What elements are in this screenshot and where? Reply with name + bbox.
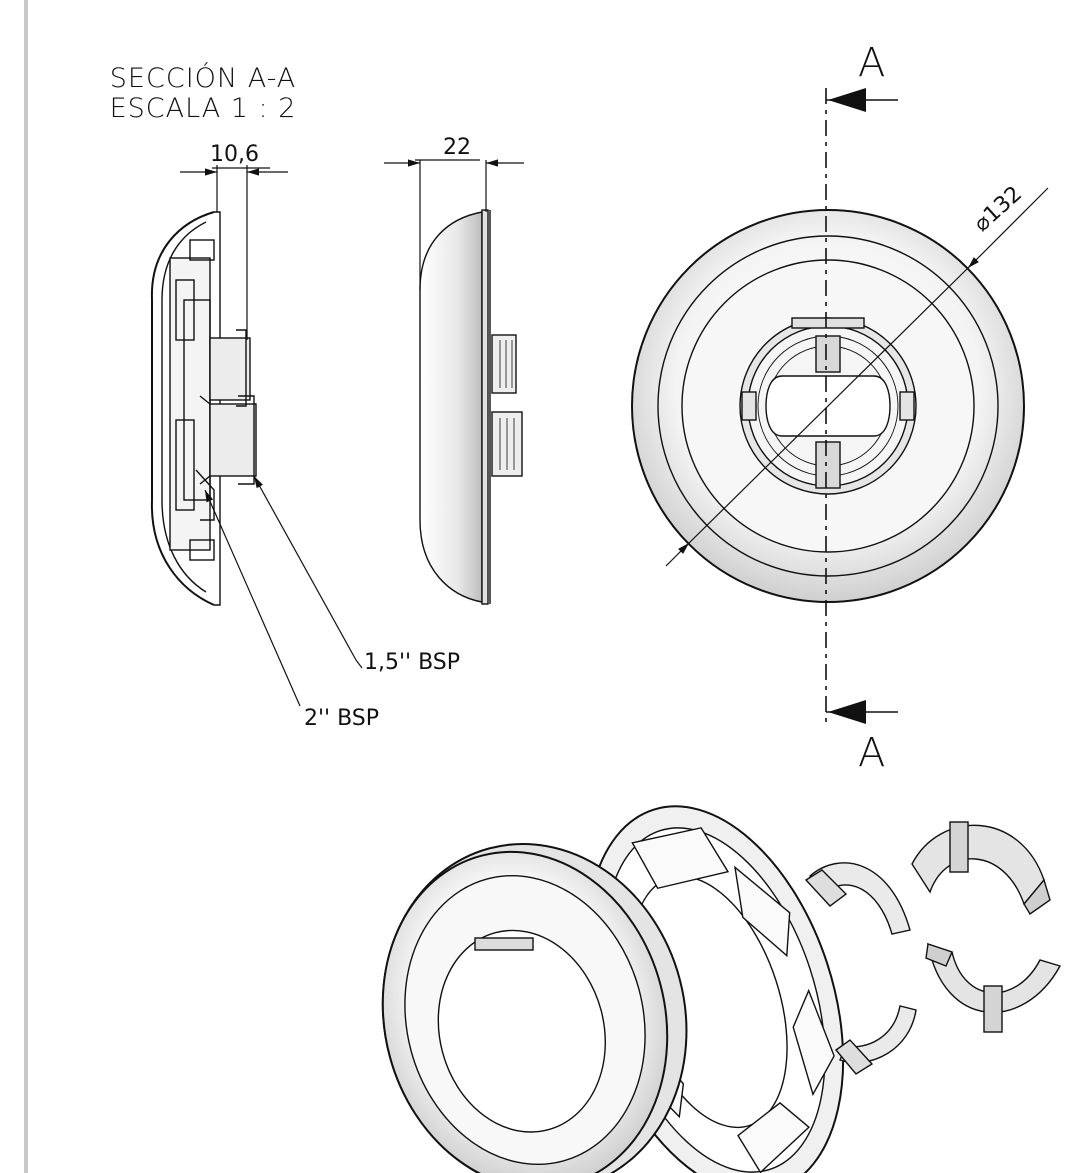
dimension-side-depth <box>384 159 524 290</box>
dimension-diameter <box>665 187 1049 567</box>
section-title-line2: ESCALA 1 : 2 <box>109 93 297 124</box>
dimension-section-depth <box>180 165 288 340</box>
thread-note-large: 2'' BSP <box>304 706 380 731</box>
side-view <box>419 209 523 605</box>
clip-half-upper-left <box>804 862 911 935</box>
section-arrow-top <box>828 88 866 112</box>
section-cut-label-top: A <box>858 40 886 86</box>
section-title-line1: SECCIÓN A-A <box>109 63 297 94</box>
clip-half-upper-right <box>911 821 1051 916</box>
section-arrow-bottom <box>828 700 866 724</box>
dimension-label-section-depth: 10,6 <box>210 142 259 167</box>
thread-leaders <box>204 475 363 707</box>
sheet-border-line <box>24 0 28 1173</box>
face-plate <box>381 842 688 1173</box>
section-cut-label-bottom: A <box>858 730 886 776</box>
clip-half-lower-right <box>925 942 1062 1033</box>
exploded-view <box>381 805 1062 1173</box>
clip-half-lower-left <box>834 1005 917 1075</box>
section-view <box>150 211 257 606</box>
section-title: SECCIÓN A-A ESCALA 1 : 2 <box>96 64 310 124</box>
dimension-label-side-depth: 22 <box>443 135 471 160</box>
thread-note-small: 1,5'' BSP <box>364 650 461 675</box>
